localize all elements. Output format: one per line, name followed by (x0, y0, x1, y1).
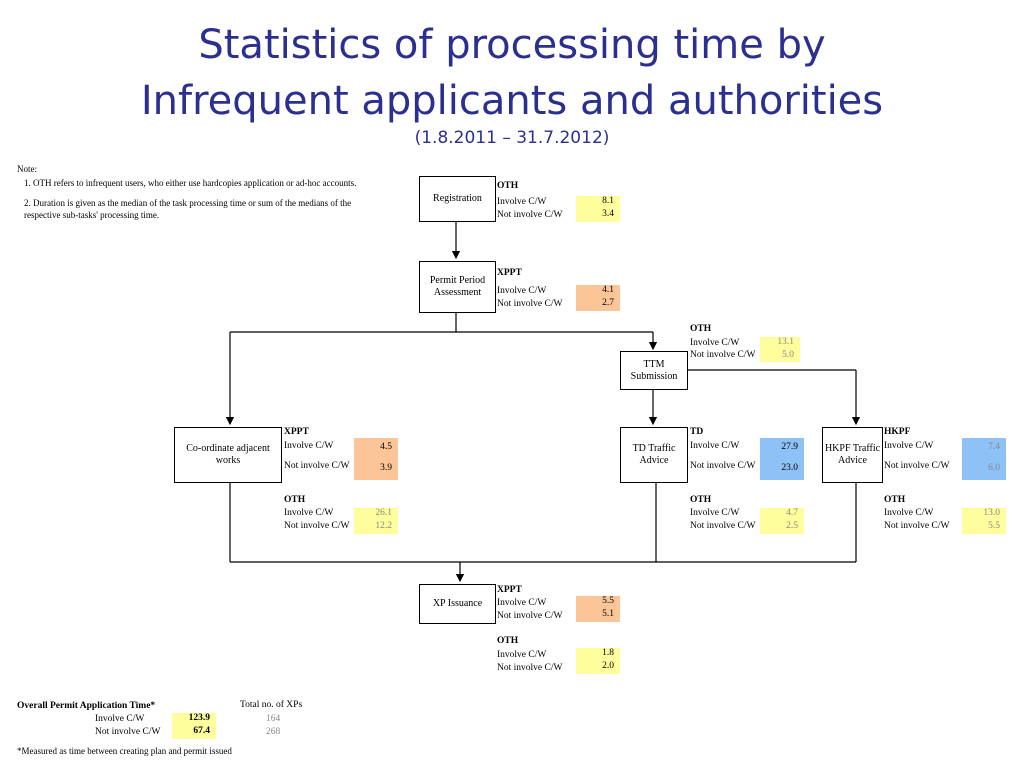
hkpf-group-name: HKPF (884, 427, 911, 437)
ppa-group-name: XPPT (497, 268, 522, 278)
coord-oth-involve-label: Involve C/W (284, 508, 334, 518)
td-not-involve-value: 23.0 (760, 456, 804, 480)
td-oth-not-involve-value: 2.5 (760, 521, 804, 534)
ttm-involve-label: Involve C/W (690, 338, 740, 348)
xp-xppt-name: XPPT (497, 585, 522, 595)
td-oth-not-involve-label: Not involve C/W (690, 521, 756, 531)
registration-not-involve-label: Not involve C/W (497, 210, 563, 220)
overall-involve-value: 123.9 (172, 713, 216, 726)
td-oth-name: OTH (690, 495, 712, 505)
hkpf-oth-not-involve-value: 5.5 (962, 521, 1006, 534)
ttm-not-involve-label: Not involve C/W (690, 350, 756, 360)
note-2b: respective sub-tasks' processing time. (24, 210, 160, 220)
coord-oth-not-involve-label: Not involve C/W (284, 521, 350, 531)
hkpf-involve-value: 7.4 (962, 438, 1006, 456)
td-label-line2: Advice (639, 455, 669, 466)
td-label-line1: TD Traffic (632, 443, 676, 454)
registration-involve-value: 8.1 (576, 196, 620, 209)
overall-not-involve-value: 67.4 (172, 726, 216, 739)
td-oth-involve-label: Involve C/W (690, 508, 740, 518)
ppa-involve-value: 4.1 (576, 285, 620, 298)
coord-xppt-involve-value: 4.5 (354, 438, 398, 456)
xp-oth-not-involve-label: Not involve C/W (497, 663, 563, 673)
td-involve-value: 27.9 (760, 438, 804, 456)
overall-involve-label: Involve C/W (95, 714, 145, 724)
note-1: 1. OTH refers to infrequent users, who e… (24, 178, 357, 188)
registration-group-name: OTH (497, 181, 519, 191)
xp-oth-involve-label: Involve C/W (497, 650, 547, 660)
coord-xppt-involve-label: Involve C/W (284, 441, 334, 451)
page-title-line1: Statistics of processing time by (198, 22, 826, 68)
ttm-not-involve-value: 5.0 (760, 350, 800, 362)
xp-xppt-involve-value: 5.5 (576, 596, 620, 609)
ppa-not-involve-label: Not involve C/W (497, 299, 563, 309)
ttm-label-line1: TTM (643, 358, 665, 370)
total-involve-count: 164 (266, 714, 281, 724)
ppa-label-line2: Assessment (433, 287, 482, 298)
overall-footnote: *Measured as time between creating plan … (17, 746, 232, 756)
hkpf-label-line2: Advice (838, 455, 867, 466)
node-registration-label: Registration (433, 193, 482, 204)
xp-label: XP Issuance (432, 598, 483, 609)
ppa-label-line1: Permit Period (429, 275, 486, 286)
xp-oth-involve-value: 1.8 (576, 648, 620, 661)
overall-heading: Overall Permit Application Time* (17, 701, 156, 711)
coord-xppt-not-involve-value: 3.9 (354, 456, 398, 480)
xp-oth-not-involve-value: 2.0 (576, 661, 620, 674)
coord-xppt-name: XPPT (284, 427, 309, 437)
note-2a: 2. Duration is given as the median of th… (24, 198, 352, 208)
hkpf-not-involve-value: 6.0 (962, 456, 1006, 480)
hkpf-label-line1: HKPF Traffic (824, 443, 881, 454)
coord-label-line1: Co-ordinate adjacent (186, 443, 270, 454)
ppa-not-involve-value: 2.7 (576, 298, 620, 311)
page-title-line2: Infrequent applicants and authorities (140, 78, 884, 124)
ttm-group-name: OTH (690, 324, 712, 334)
xp-xppt-not-involve-label: Not involve C/W (497, 611, 563, 621)
hkpf-not-involve-label: Not involve C/W (884, 461, 950, 471)
hkpf-oth-not-involve-label: Not involve C/W (884, 521, 950, 531)
td-group-name: TD (690, 427, 704, 437)
overall-not-involve-label: Not involve C/W (95, 727, 161, 737)
coord-xppt-not-involve-label: Not involve C/W (284, 461, 350, 471)
xp-oth-name: OTH (497, 636, 519, 646)
xp-xppt-not-involve-value: 5.1 (576, 609, 620, 622)
coord-label-line2: works (215, 455, 241, 466)
registration-involve-label: Involve C/W (497, 197, 547, 207)
xp-xppt-involve-label: Involve C/W (497, 598, 547, 608)
registration-not-involve-value: 3.4 (576, 209, 620, 222)
coord-oth-name: OTH (284, 495, 306, 505)
td-not-involve-label: Not involve C/W (690, 461, 756, 471)
ttm-label-line2: Submission (630, 370, 678, 382)
hkpf-oth-name: OTH (884, 495, 906, 505)
total-xps-label: Total no. of XPs (240, 700, 303, 710)
ppa-involve-label: Involve C/W (497, 286, 547, 296)
note-heading: Note: (17, 164, 37, 174)
hkpf-oth-involve-label: Involve C/W (884, 508, 934, 518)
node-registration: Registration (419, 176, 496, 222)
hkpf-oth-involve-value: 13.0 (962, 508, 1006, 521)
hkpf-involve-label: Involve C/W (884, 441, 934, 451)
td-oth-involve-value: 4.7 (760, 508, 804, 521)
page-period: (1.8.2011 – 31.7.2012) (414, 128, 610, 148)
td-involve-label: Involve C/W (690, 441, 740, 451)
coord-oth-not-involve-value: 12.2 (354, 521, 398, 534)
coord-oth-involve-value: 26.1 (354, 508, 398, 521)
total-not-involve-count: 268 (266, 727, 281, 737)
ttm-involve-value: 13.1 (760, 337, 800, 350)
node-xp-issuance: XP Issuance (419, 584, 496, 624)
